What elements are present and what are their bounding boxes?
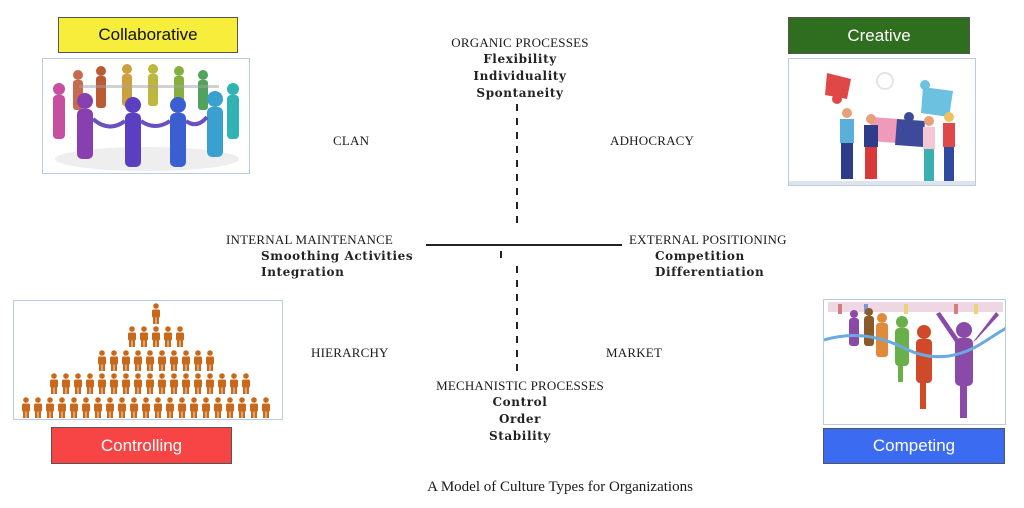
people-pyramid-icon: [22, 303, 270, 418]
runners-crossing-finish-line-image: [823, 299, 1006, 425]
axis-right-label: EXTERNAL POSITIONING Competition Differe…: [629, 232, 787, 280]
people-holding-hands-circle-image: [42, 58, 250, 174]
axis-top-label: ORGANIC PROCESSES Flexibility Individual…: [400, 35, 640, 102]
axis-top-item: Individuality: [473, 69, 567, 83]
axis-bottom-item: Order: [498, 412, 542, 426]
vertical-axis-mark: [500, 251, 502, 261]
axis-bottom-item: Stability: [489, 429, 551, 443]
vertical-axis-lower: [516, 266, 518, 374]
axis-right-item: Competition: [655, 249, 745, 263]
axis-left-label: INTERNAL MAINTENANCE Smoothing Activitie…: [226, 232, 413, 280]
axis-left-item: Smoothing Activities: [261, 249, 414, 263]
axis-right-title: EXTERNAL POSITIONING: [629, 232, 787, 247]
people-pyramid-image: [13, 300, 283, 420]
collaborative-label: Collaborative: [58, 17, 238, 53]
competing-label: Competing: [823, 428, 1005, 464]
axis-top-title: ORGANIC PROCESSES: [451, 35, 589, 50]
axis-bottom-title: MECHANISTIC PROCESSES: [436, 378, 604, 393]
creative-label: Creative: [788, 17, 970, 54]
people-circle-icon: [53, 64, 239, 171]
quadrant-clan: CLAN: [333, 133, 370, 148]
axis-top-item: Spontaneity: [476, 86, 564, 100]
axis-left-title: INTERNAL MAINTENANCE: [226, 232, 394, 247]
vertical-axis-upper: [516, 104, 518, 228]
axis-left-item: Integration: [261, 265, 345, 279]
axis-bottom-item: Control: [492, 395, 548, 409]
controlling-label: Controlling: [51, 427, 232, 464]
axis-right-item: Differentiation: [655, 265, 765, 279]
puzzle-team-icon: [789, 72, 975, 185]
quadrant-hierarchy: HIERARCHY: [311, 345, 389, 360]
quadrant-market: MARKET: [606, 345, 663, 360]
axis-bottom-label: MECHANISTIC PROCESSES Control Order Stab…: [410, 378, 630, 445]
runners-icon: [824, 302, 1005, 418]
diagram-caption: A Model of Culture Types for Organizatio…: [427, 479, 693, 495]
team-with-puzzle-pieces-image: [788, 58, 976, 186]
axis-top-item: Flexibility: [483, 52, 557, 66]
horizontal-axis: [426, 244, 622, 246]
quadrant-adhocracy: ADHOCRACY: [610, 133, 695, 148]
